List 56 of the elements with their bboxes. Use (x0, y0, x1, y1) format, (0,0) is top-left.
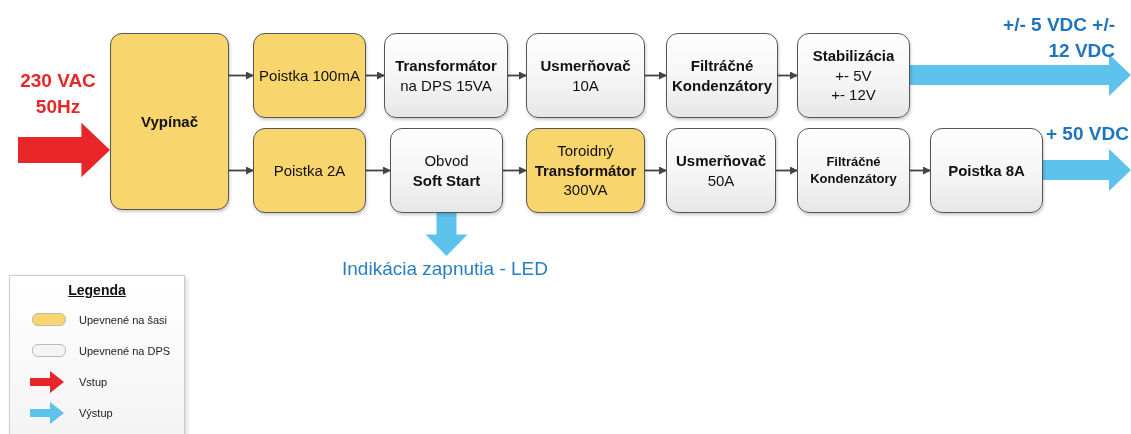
process-box (526, 128, 645, 213)
arrow (909, 166, 931, 175)
legend-text: Výstup (79, 406, 113, 419)
legend-text: Vstup (79, 375, 108, 388)
box-text: Filtráčné Kondenzátory (671, 56, 773, 95)
arrow (644, 71, 667, 80)
box-text: Transformátor (533, 160, 638, 181)
legend-title: Legenda (68, 282, 126, 298)
output-label: +/- 5 VDC +/- 12 VDC (1002, 13, 1115, 63)
block-arrow (910, 54, 1131, 96)
process-box (797, 128, 910, 213)
process-box (384, 33, 508, 118)
block-arrow (425, 213, 468, 256)
legend-text: Upevnené na šasi (79, 313, 168, 326)
arrow (775, 166, 798, 175)
box-text: Vypínač (140, 111, 199, 132)
box-text: Stabilizácia (811, 46, 896, 66)
arrow (502, 166, 527, 175)
process-box (390, 128, 503, 213)
box-text: Usmerňovač (539, 56, 632, 76)
box-text: Filtráčné Kondenzátory (809, 153, 898, 188)
process-box (666, 128, 776, 213)
box-text: Toroidný (556, 141, 615, 161)
box-text: na DPS 15VA (399, 75, 493, 95)
arrow (777, 71, 798, 80)
box-text: +- 5V (834, 65, 873, 86)
box-text: Usmerňovač (674, 151, 767, 171)
box-text: Transformátor (394, 56, 498, 76)
box-text: +- 12V (830, 85, 877, 105)
box-text: Poistka 8A (947, 160, 1026, 181)
box-text: Soft Start (411, 170, 482, 190)
process-box (797, 33, 910, 118)
arrow (644, 166, 667, 175)
box-text: Poistka 100mA (258, 65, 361, 86)
box-text: 50A (706, 170, 736, 190)
input-label: 230 VAC 50Hz (19, 69, 97, 119)
process-box (253, 33, 366, 118)
arrow (228, 166, 254, 175)
legend-text: Upevnené na DPS (79, 344, 171, 357)
arrow (507, 71, 527, 80)
arrow (228, 71, 254, 80)
process-box (253, 128, 366, 213)
process-box (930, 128, 1043, 213)
box-text: 300VA (562, 180, 609, 200)
box-text: Poistka 2A (272, 160, 347, 181)
process-box (110, 33, 229, 210)
process-box (666, 33, 778, 118)
block-arrow (18, 122, 110, 178)
box-text: Obvod (423, 151, 470, 171)
output-label: + 50 VDC (1046, 122, 1130, 146)
block-arrow (1043, 149, 1131, 191)
arrow (365, 71, 385, 80)
box-text: 10A (571, 75, 600, 95)
output-label: Indikácia zapnutia - LED (341, 256, 549, 281)
arrow (365, 166, 391, 175)
process-box (526, 33, 645, 118)
